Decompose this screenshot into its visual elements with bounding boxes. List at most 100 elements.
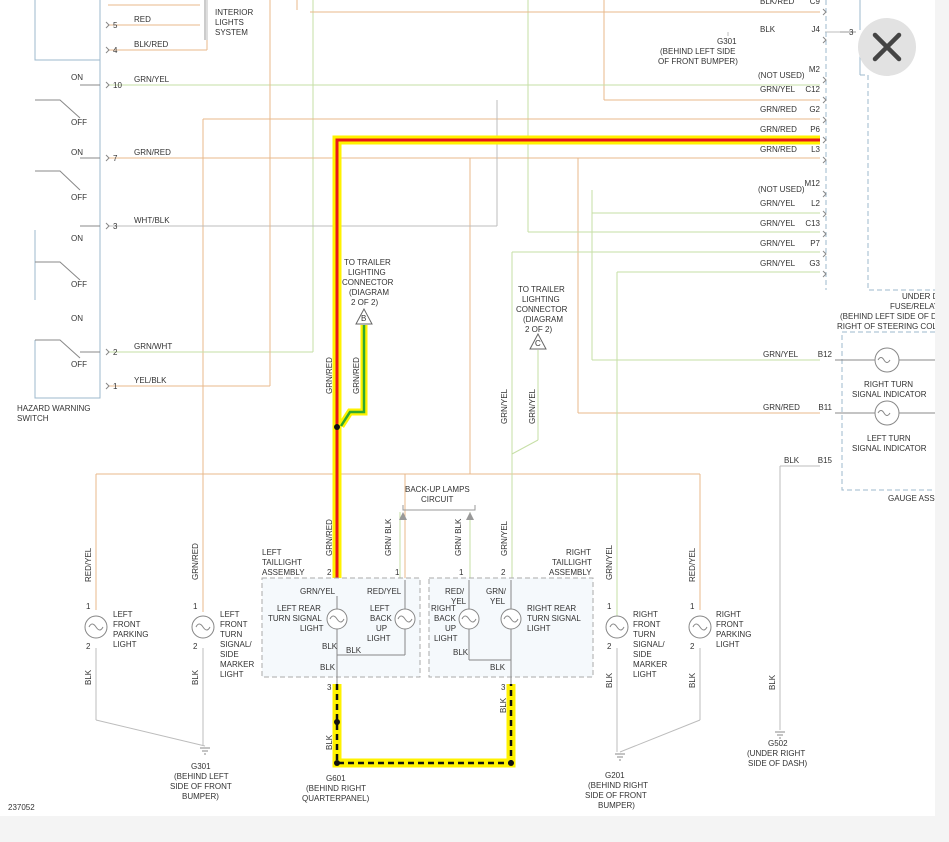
fuse-row-pin: C9 xyxy=(810,0,821,6)
fuse-row-color: GRN/RED xyxy=(760,105,797,114)
g301-top: (BEHIND LEFT SIDE xyxy=(660,47,735,56)
trailer-b-label: 2 OF 2) xyxy=(351,298,378,307)
gauge-row-pin: B11 xyxy=(818,403,832,412)
trailer-c-label: CONNECTOR xyxy=(516,305,568,314)
on-label: ON xyxy=(71,148,83,157)
ground-label: G301 xyxy=(191,762,211,771)
wire-label: GRN/RED xyxy=(191,543,200,580)
light-label: PARKING xyxy=(716,630,751,639)
connector-mark xyxy=(105,81,110,89)
switch-pin-number: 5 xyxy=(113,21,118,30)
wire-label: RED/YEL xyxy=(84,547,93,582)
ground-label: G601 xyxy=(326,774,346,783)
fuse-row-pin: P6 xyxy=(810,125,820,134)
fuse-row-color: GRN/YEL xyxy=(760,259,796,268)
wire-label: GRN/YEL xyxy=(605,544,614,580)
fuse-row-color: (NOT USED) xyxy=(758,71,805,80)
hazard-warning-switch: ON OFF ON OFF ON OFF ON OFF HAZARD WARNI… xyxy=(17,0,101,423)
fuse-row-color: BLK/RED xyxy=(760,0,794,6)
wire-label: GRN/YEL xyxy=(500,520,509,556)
hazard-switch-title: HAZARD WARNING xyxy=(17,404,90,413)
trailer-b-letter: B xyxy=(361,314,366,323)
wire-label: GRN/ BLK xyxy=(454,518,463,556)
switch-pin-number: 1 xyxy=(113,382,118,391)
fuse-row-pin: J4 xyxy=(812,25,821,34)
connector-mark xyxy=(105,21,110,29)
left-taillight-blk: BLK xyxy=(322,642,338,651)
light-label: FRONT xyxy=(633,620,661,629)
vertical-wire-labels: GRN/RED GRN/RED GRN/RED GRN/YEL GRN/YEL … xyxy=(84,357,777,750)
fuse-row-color: (NOT USED) xyxy=(758,185,805,194)
off-label: OFF xyxy=(71,193,87,202)
switch-wire-color: BLK/RED xyxy=(134,40,168,49)
interior-lights-system: INTERIOR LIGHTS SYSTEM xyxy=(204,0,253,40)
on-label: ON xyxy=(71,314,83,323)
fuse-row-color: GRN/YEL xyxy=(760,219,796,228)
figure-id: 237052 xyxy=(8,803,35,812)
right-backup-label: LIGHT xyxy=(434,634,458,643)
ground-label: G502 xyxy=(768,739,788,748)
gauge-row-color: GRN/RED xyxy=(763,403,800,412)
fuse-row-color: BLK xyxy=(760,25,776,34)
interior-lights-label: LIGHTS xyxy=(215,18,244,27)
left-taillight-title: TAILLIGHT xyxy=(262,558,302,567)
left-taillight-blk: BLK xyxy=(320,663,336,672)
switch-wire-color: RED xyxy=(134,15,151,24)
ground-label: (UNDER RIGHT xyxy=(747,749,805,758)
gauge-row-color: GRN/YEL xyxy=(763,350,799,359)
connector-mark xyxy=(822,250,827,258)
fuse-row-color: GRN/RED xyxy=(760,125,797,134)
fuse-row-pin: C13 xyxy=(805,219,820,228)
wire-label: GRN/YEL xyxy=(500,388,509,424)
highlighted-circuit xyxy=(332,135,820,768)
wire-label: BLK xyxy=(688,672,697,688)
fuse-row-color: GRN/RED xyxy=(760,145,797,154)
pin-number: 1 xyxy=(86,602,91,611)
connector-mark xyxy=(822,8,827,16)
pin-number: 2 xyxy=(607,642,612,651)
fuse-row-pin: G3 xyxy=(809,259,820,268)
left-turn-indicator-label: SIGNAL INDICATOR xyxy=(852,444,927,453)
ground-g201: G201 (BEHIND RIGHT SIDE OF FRONT BUMPER) xyxy=(585,771,648,810)
switch-pin-number: 10 xyxy=(113,81,122,90)
light-label: MARKER xyxy=(220,660,254,669)
left-backup-label: BACK xyxy=(370,614,392,623)
trailer-connector-b: TO TRAILER LIGHTING CONNECTOR (DIAGRAM 2… xyxy=(342,258,394,325)
on-label: ON xyxy=(71,73,83,82)
left-rear-turn-label: TURN SIGNAL xyxy=(268,614,322,623)
light-label: LEFT xyxy=(220,610,240,619)
switch-pin-number: 2 xyxy=(113,348,118,357)
connector-mark xyxy=(105,154,110,162)
wire-label: GRN/ BLK xyxy=(384,518,393,556)
switch-pin-number: 4 xyxy=(113,46,118,55)
light-label: LIGHT xyxy=(220,670,244,679)
interior-lights-label: INTERIOR xyxy=(215,8,253,17)
fuse-row-pin: L2 xyxy=(811,199,820,208)
connector-mark xyxy=(822,230,827,238)
fuse-row-pin: M12 xyxy=(804,179,820,188)
right-taillight-title: TAILLIGHT xyxy=(552,558,592,567)
close-button[interactable] xyxy=(858,18,916,76)
left-taillight-title: ASSEMBLY xyxy=(262,568,305,577)
right-rear-turn-label: TURN SIGNAL xyxy=(527,614,581,623)
ground-label: SIDE OF FRONT xyxy=(585,791,647,800)
connector-mark xyxy=(822,36,827,44)
ground-symbols xyxy=(200,731,785,761)
left-rear-turn-label: LEFT REAR xyxy=(277,604,321,613)
pin-number: 2 xyxy=(501,568,506,577)
switch-wire-color: WHT/BLK xyxy=(134,216,170,225)
wire-label: BLK xyxy=(191,669,200,685)
right-front-turn-light: RIGHT FRONT TURN SIGNAL/ SIDE MARKER LIG… xyxy=(607,602,667,679)
close-icon xyxy=(872,32,902,62)
left-taillight-redyel: RED/YEL xyxy=(367,587,402,596)
on-label: ON xyxy=(71,234,83,243)
left-taillight-blk: BLK xyxy=(346,646,362,655)
light-label: SIGNAL/ xyxy=(633,640,665,649)
right-backup-label: RIGHT xyxy=(431,604,456,613)
right-taillight-redyel: YEL xyxy=(451,597,467,606)
right-rear-turn-label: RIGHT REAR xyxy=(527,604,576,613)
ground-label: G201 xyxy=(605,771,625,780)
gauge-row-color: BLK xyxy=(784,456,800,465)
